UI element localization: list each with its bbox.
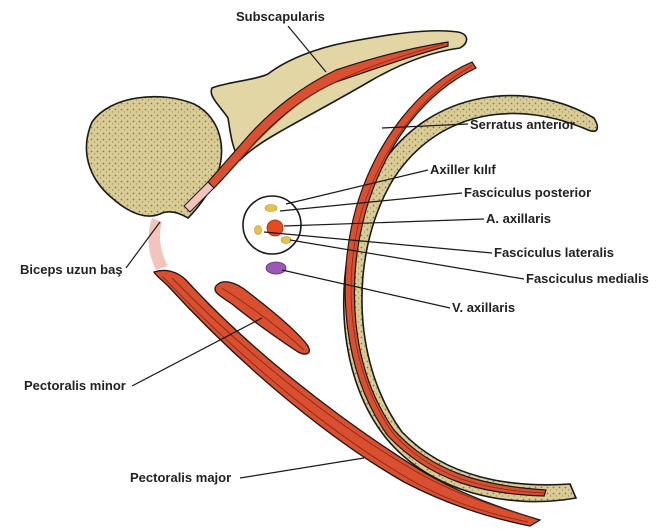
- fasciculus-medialis-dot: [281, 237, 291, 244]
- label-v-axillaris: V. axillaris: [452, 300, 515, 315]
- label-fasciculus-medialis: Fasciculus medialis: [526, 271, 649, 286]
- label-serratus-anterior: Serratus anterior: [470, 117, 575, 132]
- label-subscapularis: Subscapularis: [236, 9, 325, 24]
- fasciculus-lateralis-dot: [255, 226, 262, 235]
- biceps-long-head-tendon: [149, 218, 168, 270]
- label-a-axillaris: A. axillaris: [486, 211, 551, 226]
- axillary-vein: [266, 262, 286, 274]
- label-pectoralis-major: Pectoralis major: [130, 470, 231, 485]
- label-pectoralis-minor: Pectoralis minor: [24, 378, 126, 393]
- label-biceps-uzun-bas: Biceps uzun baş: [20, 262, 123, 277]
- label-fasciculus-posterior: Fasciculus posterior: [464, 185, 591, 200]
- label-axiller-kilif: Axiller kılıf: [430, 162, 496, 177]
- label-fasciculus-lateralis: Fasciculus lateralis: [494, 245, 614, 260]
- fasciculus-posterior-dot: [265, 205, 277, 212]
